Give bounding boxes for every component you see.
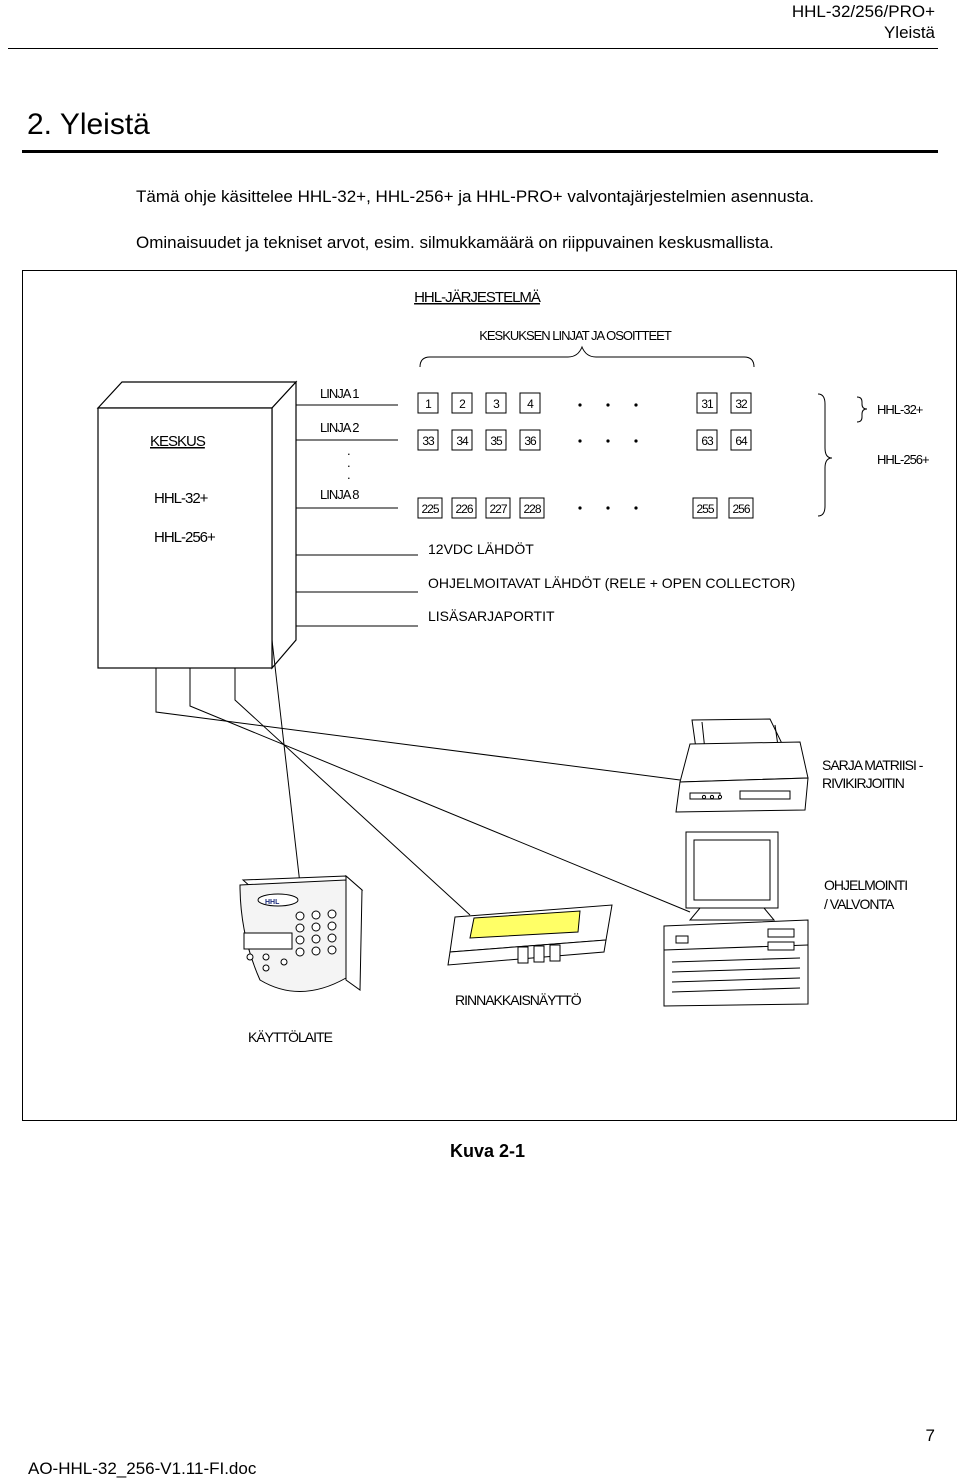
- ellipsis-dot: [634, 506, 638, 510]
- address-row-2: 33 34 35 36 63 64: [417, 429, 752, 451]
- line-1-label: LINJA 1: [320, 386, 359, 401]
- address: 64: [735, 434, 748, 448]
- computer-label-2: / VALVONTA: [824, 896, 895, 912]
- computer-icon: [663, 831, 809, 1007]
- central-model-1: HHL-32+: [154, 490, 209, 507]
- intro-paragraph-2: Ominaisuudet ja tekniset arvot, esim. si…: [136, 233, 774, 252]
- address-row-8: 225 226 227 228 255 256: [417, 497, 754, 519]
- printer-icon: [675, 718, 809, 813]
- footer-doc-name: AO-HHL-32_256-V1.11-FI.doc: [28, 1459, 257, 1478]
- address-box: [417, 392, 439, 414]
- address-box: [696, 429, 718, 451]
- ellipsis-dot: [634, 439, 638, 443]
- address-box: [730, 429, 752, 451]
- ellipsis-dot: [578, 403, 582, 407]
- line-gap-dot-2: .: [347, 455, 351, 470]
- address: 34: [456, 434, 469, 448]
- address-box: [696, 392, 718, 414]
- ellipsis-dot: [578, 506, 582, 510]
- address: 31: [701, 397, 714, 411]
- addresses-brace: [419, 345, 755, 368]
- bracket-label-large: HHL-256+: [877, 452, 929, 467]
- address: 1: [425, 397, 432, 411]
- central-label: KESKUS: [150, 433, 206, 450]
- address: 256: [732, 502, 750, 516]
- address-box: [485, 497, 511, 519]
- address-box: [417, 429, 439, 451]
- address: 63: [701, 434, 714, 448]
- ellipsis-dot: [606, 403, 610, 407]
- address-box: [519, 429, 541, 451]
- keypad-logo: HHL: [265, 899, 280, 906]
- supply-output-label: 12VDC LÄHDÖT: [428, 540, 534, 557]
- page-number: 7: [925, 1426, 935, 1445]
- line-gap-dot-1: .: [347, 443, 351, 458]
- display-label: RINNAKKAISNÄYTTÖ: [455, 991, 582, 1008]
- address-box: [485, 429, 507, 451]
- large-bracket: [817, 393, 833, 517]
- address: 35: [490, 434, 503, 448]
- ellipsis-dot: [634, 403, 638, 407]
- address: 36: [524, 434, 537, 448]
- address: 226: [455, 502, 473, 516]
- programmable-output-label: OHJELMOITAVAT LÄHDÖT (RELE + OPEN COLLEC…: [428, 574, 795, 591]
- bracket-label-small: HHL-32+: [877, 402, 923, 417]
- address: 227: [489, 502, 507, 516]
- printer-label-1: SARJA MATRIISI -: [822, 757, 924, 773]
- printer-connection: [155, 668, 681, 781]
- address: 4: [527, 397, 534, 411]
- address: 33: [422, 434, 435, 448]
- address-box: [451, 429, 473, 451]
- header-rule: [8, 48, 938, 49]
- header-section-name: Yleistä: [883, 23, 935, 42]
- address: 228: [523, 502, 541, 516]
- keypad-label: KÄYTTÖLAITE: [248, 1028, 333, 1045]
- parallel-display-icon: [447, 904, 613, 966]
- address-box: [519, 497, 545, 519]
- serial-port-label: LISÄSARJAPORTIT: [428, 608, 555, 624]
- keypad-icon: [239, 874, 364, 992]
- section-title: 2. Yleistä: [27, 108, 150, 141]
- figure-caption: Kuva 2-1: [450, 1141, 526, 1161]
- diagram-subtitle: KESKUKSEN LINJAT JA OSOITTEET: [479, 328, 672, 343]
- address-box: [692, 497, 718, 519]
- intro-paragraph-1: Tämä ohje käsittelee HHL-32+, HHL-256+ j…: [136, 187, 814, 206]
- section-title-rule: [22, 150, 938, 153]
- ellipsis-dot: [606, 506, 610, 510]
- address-box: [485, 392, 507, 414]
- address: 225: [421, 502, 439, 516]
- ellipsis-dot: [606, 439, 610, 443]
- address-box: [728, 497, 754, 519]
- small-bracket: [856, 396, 868, 423]
- figure-frame: [22, 270, 957, 1121]
- line-2-label: LINJA 2: [320, 420, 359, 435]
- address-box: [451, 497, 477, 519]
- address-row-1: 1 2 3 4 31 32: [417, 392, 752, 414]
- computer-connection: [189, 668, 691, 913]
- computer-label-1: OHJELMOINTI: [824, 877, 907, 893]
- display-connection: [234, 668, 471, 916]
- address: 255: [696, 502, 714, 516]
- central-unit: [96, 380, 298, 670]
- line-gap-dot-3: .: [347, 467, 351, 482]
- printer-label-2: RIVIKIRJOITIN: [822, 775, 904, 791]
- header-doc-title: HHL-32/256/PRO+: [791, 2, 935, 21]
- line-8-label: LINJA 8: [320, 487, 359, 502]
- address-box: [417, 497, 443, 519]
- address: 2: [459, 397, 466, 411]
- keypad-connection: [271, 639, 301, 885]
- address-box: [519, 392, 541, 414]
- central-model-2: HHL-256+: [154, 529, 216, 546]
- diagram-title: HHL-JÄRJESTELMÄ: [414, 289, 541, 306]
- address-box: [451, 392, 473, 414]
- address: 3: [493, 397, 500, 411]
- address-box: [730, 392, 752, 414]
- address: 32: [735, 397, 748, 411]
- ellipsis-dot: [578, 439, 582, 443]
